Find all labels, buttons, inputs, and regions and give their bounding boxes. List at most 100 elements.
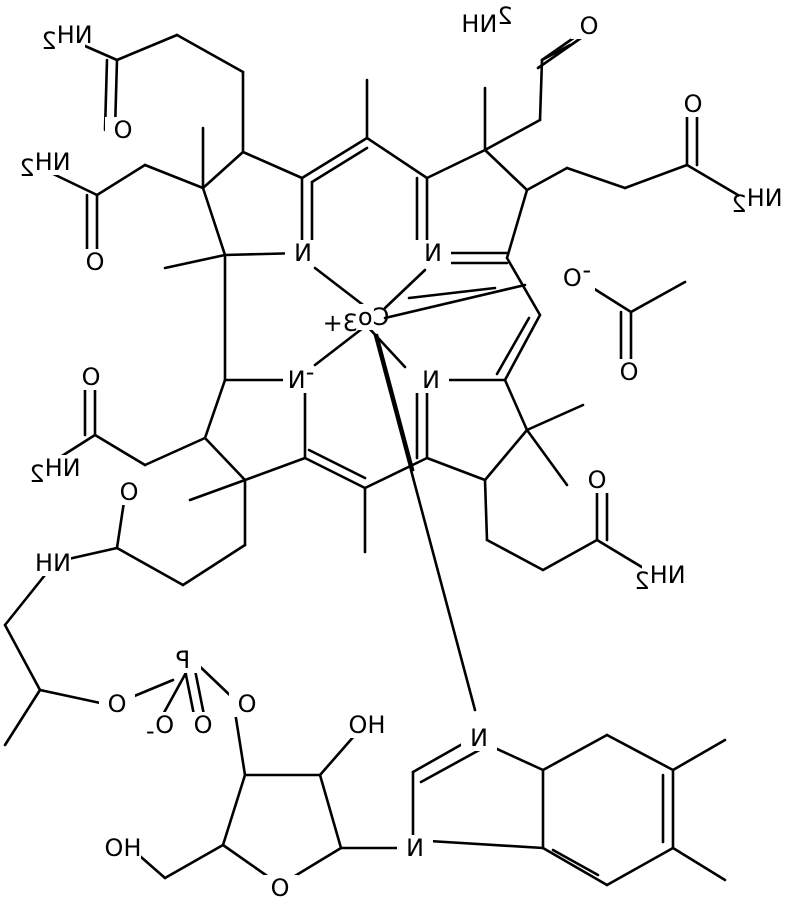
atom-label-carbonyl-oxygen: O <box>684 90 703 118</box>
bond-line <box>203 378 227 440</box>
atom-label-bg <box>283 367 319 393</box>
bond-line <box>565 166 627 190</box>
atom-label-ring-nitrogen: N <box>422 366 440 394</box>
atom-label-amide-group: NH2 <box>29 454 80 488</box>
atom-label-phosphate-atom: P <box>176 646 190 674</box>
bond-line <box>483 428 529 482</box>
atom-label-bg <box>77 249 113 275</box>
atom-label-bg <box>675 91 711 117</box>
bond-line <box>313 326 365 367</box>
bond-line <box>541 538 599 572</box>
bond-line <box>525 428 569 487</box>
bond-line <box>383 283 527 320</box>
atom-label-bg <box>229 691 265 717</box>
atom-label-bg <box>349 712 385 738</box>
bond-line <box>201 150 245 190</box>
atom-label-bg <box>413 367 449 393</box>
atom-label-phosphate-oxygen: O <box>238 690 257 718</box>
bond-line <box>318 773 343 850</box>
bond-line <box>318 733 357 777</box>
atom-label-carbonyl-oxygen: O <box>588 466 607 494</box>
bond-line <box>483 478 489 542</box>
bond-line <box>595 538 652 574</box>
atom-label-bg <box>142 712 178 738</box>
atom-label-bg <box>285 240 321 266</box>
bond-line <box>243 456 307 482</box>
bond-line <box>143 436 207 467</box>
bond-line <box>503 313 542 382</box>
bond-line <box>201 186 227 257</box>
atom-label-ring-oxygen: O <box>271 874 290 902</box>
atom-label-bg <box>611 359 647 385</box>
atom-label-bg <box>105 117 141 143</box>
bond-line <box>495 316 531 376</box>
bond-line <box>483 148 529 192</box>
bond-line <box>163 253 227 270</box>
bond-line <box>233 710 247 777</box>
bond-line <box>363 456 429 490</box>
bond-line <box>541 846 609 887</box>
bond-line <box>3 688 42 747</box>
atom-label-carbonyl-oxygen: O <box>120 478 139 506</box>
atom-label-bg <box>49 22 85 48</box>
atom-label-bg <box>35 550 71 576</box>
bond-line <box>221 773 247 847</box>
atom-label-hydroxyl: HO <box>105 834 142 862</box>
atom-label-bg <box>571 13 607 39</box>
atom-label-amide-group: NH2 <box>19 148 70 182</box>
bond-line <box>485 538 545 572</box>
bond-line <box>419 746 485 784</box>
bond-line <box>541 733 609 772</box>
bond-line <box>95 163 147 197</box>
atom-label-bg <box>461 725 497 751</box>
atom-label-phosphate-oxygen: O- <box>146 711 174 745</box>
bond-line <box>629 280 687 314</box>
atom-label-ring-nitrogen: N <box>424 239 442 267</box>
atom-label-bg <box>165 647 201 673</box>
bond-line <box>163 843 225 880</box>
atom-label-carbonyl-oxygen: O <box>86 248 105 276</box>
bond-line <box>411 838 545 850</box>
atom-label-ring-nitrogen: N <box>294 239 312 267</box>
atom-label-phosphate-oxygen: O <box>108 690 127 718</box>
bond-line <box>425 456 487 482</box>
bond-line <box>503 378 529 432</box>
atom-label-hydroxyl: HO <box>349 711 386 739</box>
bond-line <box>188 478 247 502</box>
bond-line <box>93 433 147 467</box>
bond-line <box>3 573 47 627</box>
bond-line <box>685 163 745 200</box>
atom-label-bg <box>739 185 775 211</box>
atom-label-bg <box>27 149 63 175</box>
bond-line <box>307 448 367 480</box>
atom-label-bg <box>73 364 109 390</box>
atom-label-bg <box>642 562 678 588</box>
atom-label-bg <box>559 265 595 291</box>
atom-label-bg <box>415 240 451 266</box>
bond-line <box>551 848 600 877</box>
bond-line <box>605 846 675 887</box>
bond-line <box>365 324 407 369</box>
atom-label-amide-group: 2NH <box>461 2 512 38</box>
bond-line <box>605 733 675 772</box>
atom-label-phosphate-oxygen: O <box>194 711 213 739</box>
atom-label-carbonyl-oxygen: O <box>580 12 599 40</box>
atom-label-amide-group: NH2 <box>41 21 92 55</box>
bond-line <box>383 268 427 310</box>
atom-label-bg <box>397 835 433 861</box>
atom-label-carbonyl-oxygen: O <box>82 363 101 391</box>
atom-label-bg <box>185 712 221 738</box>
bond-line <box>115 546 185 587</box>
bond-line <box>671 738 727 772</box>
bond-line <box>538 58 544 122</box>
atom-label-amine-linker: NH <box>35 549 71 577</box>
bond-line <box>300 136 369 180</box>
bond-line <box>38 688 107 706</box>
bond-line <box>143 163 205 190</box>
bond-line <box>365 136 429 180</box>
atom-label-benzimidazole-nitrogen: N <box>470 724 488 752</box>
bond-line <box>671 846 727 882</box>
bond-lines <box>3 28 745 887</box>
